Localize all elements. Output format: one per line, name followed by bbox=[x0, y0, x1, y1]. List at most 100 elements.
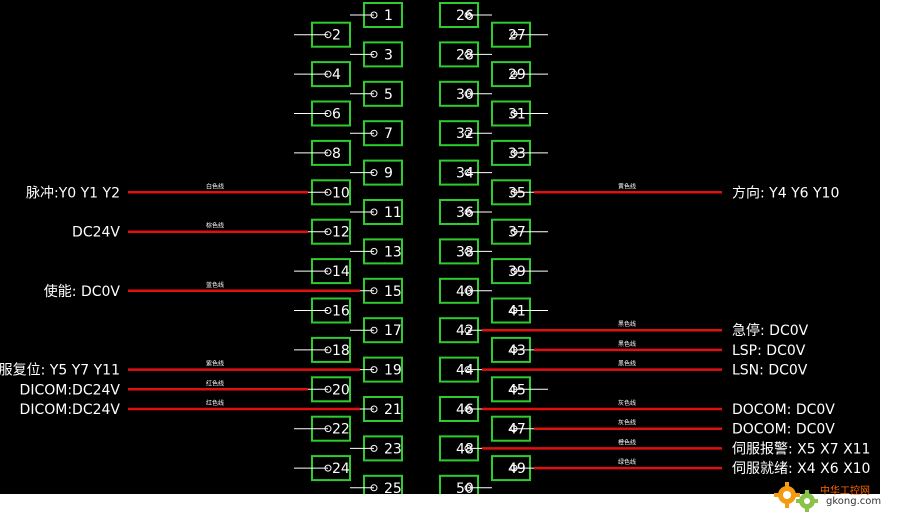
terminal-pin bbox=[510, 425, 518, 433]
terminal-pin bbox=[324, 31, 332, 39]
watermark-site: 中华工控网 bbox=[820, 486, 870, 497]
terminal-number: 32 bbox=[456, 126, 474, 142]
terminal-pin bbox=[464, 444, 472, 452]
terminal-pin bbox=[370, 208, 378, 216]
terminal-37: 37 bbox=[491, 218, 548, 245]
terminal-pin bbox=[510, 110, 518, 117]
terminal-pin bbox=[370, 169, 378, 177]
terminal-pin bbox=[324, 425, 332, 433]
terminal-4: 4 bbox=[294, 61, 351, 88]
terminal-number: 47 bbox=[508, 422, 526, 438]
terminal-pin bbox=[510, 307, 518, 314]
signal-label: 伺服就绪: X4 X6 X10 bbox=[732, 461, 870, 477]
terminal-11: 11 bbox=[350, 199, 403, 225]
terminal-28: 28 bbox=[439, 41, 492, 68]
terminal-number: 26 bbox=[456, 8, 474, 24]
terminal-number: 15 bbox=[384, 284, 402, 300]
terminal-number: 29 bbox=[508, 67, 526, 83]
wire-color-tag: 灰色线 bbox=[618, 419, 636, 427]
terminal-number: 37 bbox=[508, 225, 526, 241]
terminal-number: 46 bbox=[456, 402, 474, 418]
terminal-pin bbox=[370, 247, 378, 255]
terminal-number: 5 bbox=[384, 87, 393, 103]
right-signal-42: 黑色线急停: DC0V bbox=[482, 320, 809, 339]
terminal-number: 23 bbox=[384, 441, 402, 457]
terminal-pin bbox=[324, 464, 332, 472]
terminal-pin bbox=[324, 267, 332, 275]
terminal-pin bbox=[324, 70, 332, 78]
right-signal-46: 灰色线 DOCOM: DC0V bbox=[482, 399, 835, 418]
terminal-pin bbox=[464, 11, 472, 19]
terminal-number: 45 bbox=[508, 382, 526, 398]
terminal-number: 24 bbox=[332, 461, 350, 477]
terminal-pin bbox=[510, 70, 518, 78]
terminal-41: 41 bbox=[491, 297, 548, 324]
terminal-pin bbox=[370, 11, 378, 19]
terminal-10: 10 bbox=[294, 179, 351, 206]
terminal-39: 39 bbox=[491, 258, 548, 285]
right-signal-49: 绿色线伺服就绪: X4 X6 X10 bbox=[534, 458, 870, 477]
terminal-5: 5 bbox=[350, 80, 403, 107]
terminal-38: 38 bbox=[439, 238, 492, 265]
terminal-6: 6 bbox=[294, 100, 351, 127]
terminal-pin bbox=[324, 110, 332, 117]
terminal-number: 1 bbox=[384, 8, 393, 24]
terminal-14: 14 bbox=[294, 258, 351, 285]
terminal-32: 32 bbox=[439, 120, 492, 147]
terminal-25: 25 bbox=[350, 474, 403, 494]
right-signal-35: 黄色线方向: Y4 Y6 Y10 bbox=[534, 182, 839, 201]
terminal-pin bbox=[464, 208, 472, 216]
terminal-29: 29 bbox=[491, 61, 548, 88]
terminal-pin bbox=[464, 169, 472, 177]
right-signal-47: 灰色线 DOCOM: DC0V bbox=[534, 419, 835, 438]
terminal-24: 24 bbox=[294, 455, 351, 482]
watermark-url: gkong.com bbox=[826, 496, 882, 507]
terminal-number: 43 bbox=[508, 343, 526, 359]
signal-label: DOCOM: DC0V bbox=[732, 402, 835, 418]
terminal-number: 11 bbox=[384, 205, 402, 221]
wire-color-tag: 黄色线 bbox=[618, 182, 636, 190]
gear-icon bbox=[796, 490, 818, 512]
wire-color-tag: 黑色线 bbox=[618, 360, 636, 368]
terminal-50: 50 bbox=[439, 474, 492, 494]
terminal-pin bbox=[510, 267, 518, 275]
terminal-number: 2 bbox=[332, 28, 341, 44]
wire-color-tag: 红色线 bbox=[206, 379, 224, 387]
terminal-wiring-diagram: 1234567891011121314151617181920212223242… bbox=[0, 2, 870, 494]
terminal-17: 17 bbox=[350, 317, 403, 344]
terminal-number: 10 bbox=[332, 185, 350, 201]
terminal-22: 22 bbox=[294, 415, 351, 442]
terminal-number: 38 bbox=[456, 244, 474, 260]
signal-label: 使能: DC0V bbox=[44, 283, 121, 300]
terminal-pin bbox=[324, 307, 332, 314]
terminal-number: 30 bbox=[456, 87, 474, 103]
wire-color-tag: 灰色线 bbox=[618, 399, 636, 407]
terminal-pin bbox=[370, 366, 378, 374]
terminal-pin bbox=[464, 247, 472, 255]
terminal-number: 12 bbox=[332, 225, 350, 241]
signal-label: 急停: DC0V bbox=[732, 322, 809, 339]
terminal-number: 33 bbox=[508, 146, 526, 162]
terminal-number: 16 bbox=[332, 304, 350, 320]
signal-label: DOCOM: DC0V bbox=[732, 422, 835, 438]
terminal-pin bbox=[324, 228, 332, 236]
wire-color-tag: 橙色线 bbox=[618, 438, 636, 446]
terminal-33: 33 bbox=[491, 139, 548, 166]
terminal-pin bbox=[324, 188, 332, 196]
terminal-1: 1 bbox=[350, 2, 403, 28]
terminal-44: 44 bbox=[439, 356, 492, 383]
terminal-number: 34 bbox=[456, 166, 474, 182]
gear-icon bbox=[774, 482, 800, 508]
terminal-number: 49 bbox=[508, 461, 526, 477]
terminal-31: 31 bbox=[491, 100, 548, 127]
terminal-pin bbox=[464, 405, 472, 413]
terminal-27: 27 bbox=[491, 21, 548, 48]
terminal-pin bbox=[464, 366, 472, 374]
terminal-2: 2 bbox=[294, 21, 351, 48]
signal-label: 伺服复位: Y5 Y7 Y11 bbox=[0, 362, 120, 379]
